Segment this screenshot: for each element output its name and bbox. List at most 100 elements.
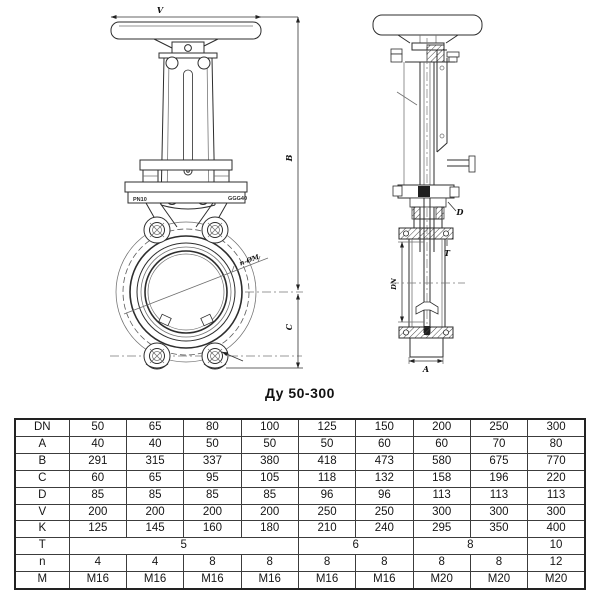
bore <box>144 250 228 334</box>
drawing-caption: Ду 50-300 <box>265 385 335 401</box>
row-label: DN <box>14 418 70 437</box>
table-cell: 200 <box>125 503 185 522</box>
table-cell: 40 <box>125 435 185 454</box>
row-label: M <box>14 571 70 590</box>
dim-d-label: D <box>456 207 464 217</box>
leader-line <box>396 91 418 106</box>
table-cell: 8 <box>297 554 357 573</box>
table-cell: 300 <box>469 503 529 522</box>
table-cell: 250 <box>469 418 529 437</box>
table-cell: 4 <box>125 554 185 573</box>
table-cell: 95 <box>183 469 242 488</box>
table-cell: M20 <box>412 571 471 590</box>
table-cell: 770 <box>527 452 586 471</box>
table-cell: 40 <box>68 435 127 454</box>
table-cell: 160 <box>183 520 242 539</box>
table-cell: 675 <box>469 452 529 471</box>
table-cell: 300 <box>527 503 586 522</box>
table-cell: 337 <box>183 452 242 471</box>
table-cell: 80 <box>527 435 586 454</box>
row-label: K <box>14 520 70 539</box>
table-cell: 50 <box>183 435 242 454</box>
table-cell: M20 <box>527 571 586 590</box>
table-cell: 300 <box>412 503 471 522</box>
table-cell: 5 <box>68 537 299 556</box>
table-cell: 60 <box>412 435 471 454</box>
table-cell: 291 <box>68 452 127 471</box>
table-cell: M16 <box>240 571 299 590</box>
dim-b-label: B <box>284 154 294 162</box>
dim-a-label: A <box>422 364 429 374</box>
table-cell: 295 <box>412 520 471 539</box>
table-cell: 113 <box>527 486 586 505</box>
row-label: A <box>14 435 70 454</box>
table-cell: 12 <box>527 554 586 573</box>
gland-flange: D <box>392 184 464 228</box>
table-cell: 315 <box>125 452 185 471</box>
table-cell: 145 <box>125 520 185 539</box>
stem-slot <box>183 69 193 169</box>
dim-c-label: C <box>284 323 294 330</box>
table-cell: 4 <box>68 554 127 573</box>
table-cell: 10 <box>527 537 586 556</box>
table-cell: 250 <box>297 503 357 522</box>
bonnet-flange-stack: PN10 GGG40 <box>124 159 248 204</box>
table-cell: M16 <box>125 571 185 590</box>
table-cell: 96 <box>355 486 414 505</box>
flange-lugs <box>143 216 244 370</box>
table-cell: 60 <box>68 469 127 488</box>
table-cell: M16 <box>68 571 127 590</box>
table-cell: 8 <box>412 537 529 556</box>
table-cell: 65 <box>125 469 185 488</box>
table-cell: 210 <box>297 520 357 539</box>
material-marking: GGG40 <box>228 196 247 202</box>
table-cell: 85 <box>68 486 127 505</box>
row-label: V <box>14 503 70 522</box>
table-cell: 118 <box>297 469 357 488</box>
side-view: D T DN <box>372 14 483 374</box>
table-cell: 100 <box>240 418 299 437</box>
dim-t-label: T <box>444 248 451 258</box>
lug-bolt-hole <box>201 342 229 370</box>
table-cell: 96 <box>297 486 357 505</box>
gate-wedge <box>415 301 439 315</box>
table-cell: 80 <box>183 418 242 437</box>
dimension-b: B <box>284 16 301 291</box>
table-cell: 473 <box>355 452 414 471</box>
row-label: B <box>14 452 70 471</box>
table-cell: 220 <box>527 469 586 488</box>
table-cell: 85 <box>125 486 185 505</box>
table-cell: 105 <box>240 469 299 488</box>
table-cell: 300 <box>527 418 586 437</box>
table-cell: 240 <box>355 520 414 539</box>
row-label: D <box>14 486 70 505</box>
table-cell: 200 <box>68 503 127 522</box>
table-cell: 580 <box>412 452 471 471</box>
table-cell: 50 <box>68 418 127 437</box>
table-cell: 70 <box>469 435 529 454</box>
handwheel <box>110 21 262 55</box>
dimension-v: V <box>110 5 298 20</box>
table-cell: 200 <box>412 418 471 437</box>
table-cell: M16 <box>183 571 242 590</box>
table-cell: 85 <box>240 486 299 505</box>
table-cell: 50 <box>297 435 357 454</box>
table-cell: 200 <box>183 503 242 522</box>
table-cell: 150 <box>355 418 414 437</box>
table-cell: M20 <box>469 571 529 590</box>
knife-gate <box>423 198 431 333</box>
stem-assembly <box>390 38 460 355</box>
lug-bolt-hole <box>201 216 229 244</box>
